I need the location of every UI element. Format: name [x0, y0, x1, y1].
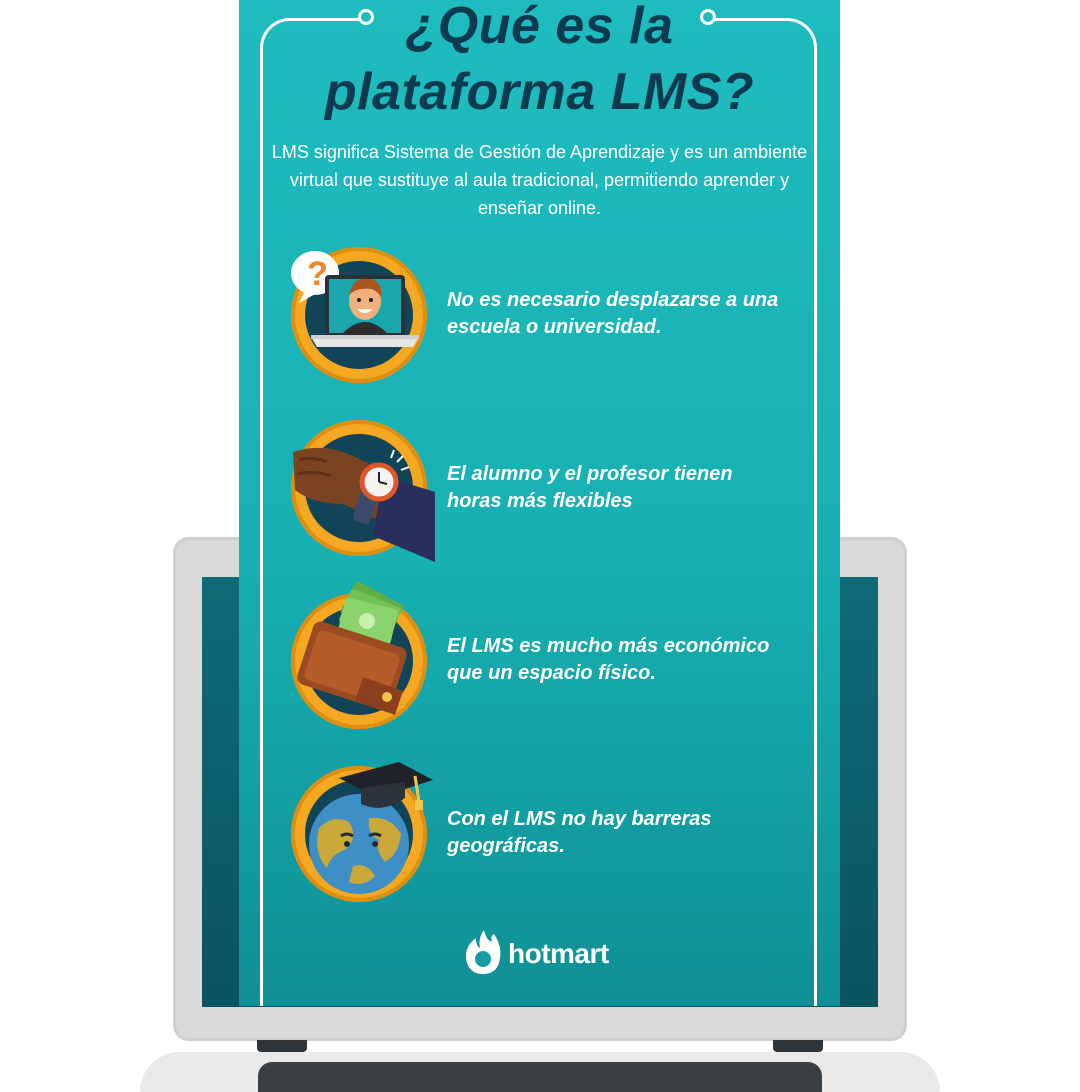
- brand-logo: hotmart: [464, 928, 634, 976]
- medal-inner: [293, 434, 435, 562]
- laptop-hinge-left: [257, 1040, 307, 1052]
- frame-dot-right: [700, 9, 716, 25]
- laptop-keyboard: [258, 1062, 822, 1092]
- benefit-text: El alumno y el profesor tienen horas más…: [447, 463, 733, 512]
- benefit-item: El LMS es mucho más económico que un esp…: [239, 581, 840, 743]
- brand-name: hotmart: [508, 938, 609, 969]
- benefit-item: Con el LMS no hay barreras geográficas.: [239, 762, 840, 916]
- svg-text:?: ?: [307, 255, 328, 293]
- benefit-medal: [291, 420, 435, 562]
- page-title-line-2: plataforma LMS?: [324, 63, 755, 121]
- medal-inner: [305, 762, 433, 894]
- frame-gap: [366, 10, 711, 30]
- benefit-text: No es necesario desplazarse a una escuel…: [447, 289, 779, 338]
- wallet-money-icon: [297, 581, 407, 715]
- benefit-text: Con el LMS no hay barreras geográficas.: [447, 808, 712, 857]
- benefit-medal: [291, 762, 433, 902]
- intro-paragraph: LMS significa Sistema de Gestión de Apre…: [271, 142, 808, 218]
- teacher-laptop-icon: ?: [291, 251, 419, 347]
- page-title-line-1: ¿Qué es la: [405, 0, 674, 55]
- benefit-item: ? No es necesario desplazarse a: [239, 247, 840, 397]
- frame-dot-left: [358, 9, 374, 25]
- infographic-banner: ¿Qué es la plataforma LMS? LMS significa…: [239, 0, 840, 1006]
- globe-graduation-cap-icon: [309, 762, 433, 894]
- benefit-medal: [291, 581, 427, 729]
- medal-inner: ?: [291, 251, 419, 369]
- laptop-hinge-right: [773, 1040, 823, 1052]
- wristwatch-icon: [293, 447, 435, 562]
- benefit-text: El LMS es mucho más económico que un esp…: [447, 635, 770, 684]
- medal-inner: [297, 581, 413, 715]
- benefit-medal: ?: [291, 247, 427, 383]
- hotmart-flame-icon: [465, 930, 501, 974]
- benefit-item: El alumno y el profesor tienen horas más…: [239, 420, 840, 570]
